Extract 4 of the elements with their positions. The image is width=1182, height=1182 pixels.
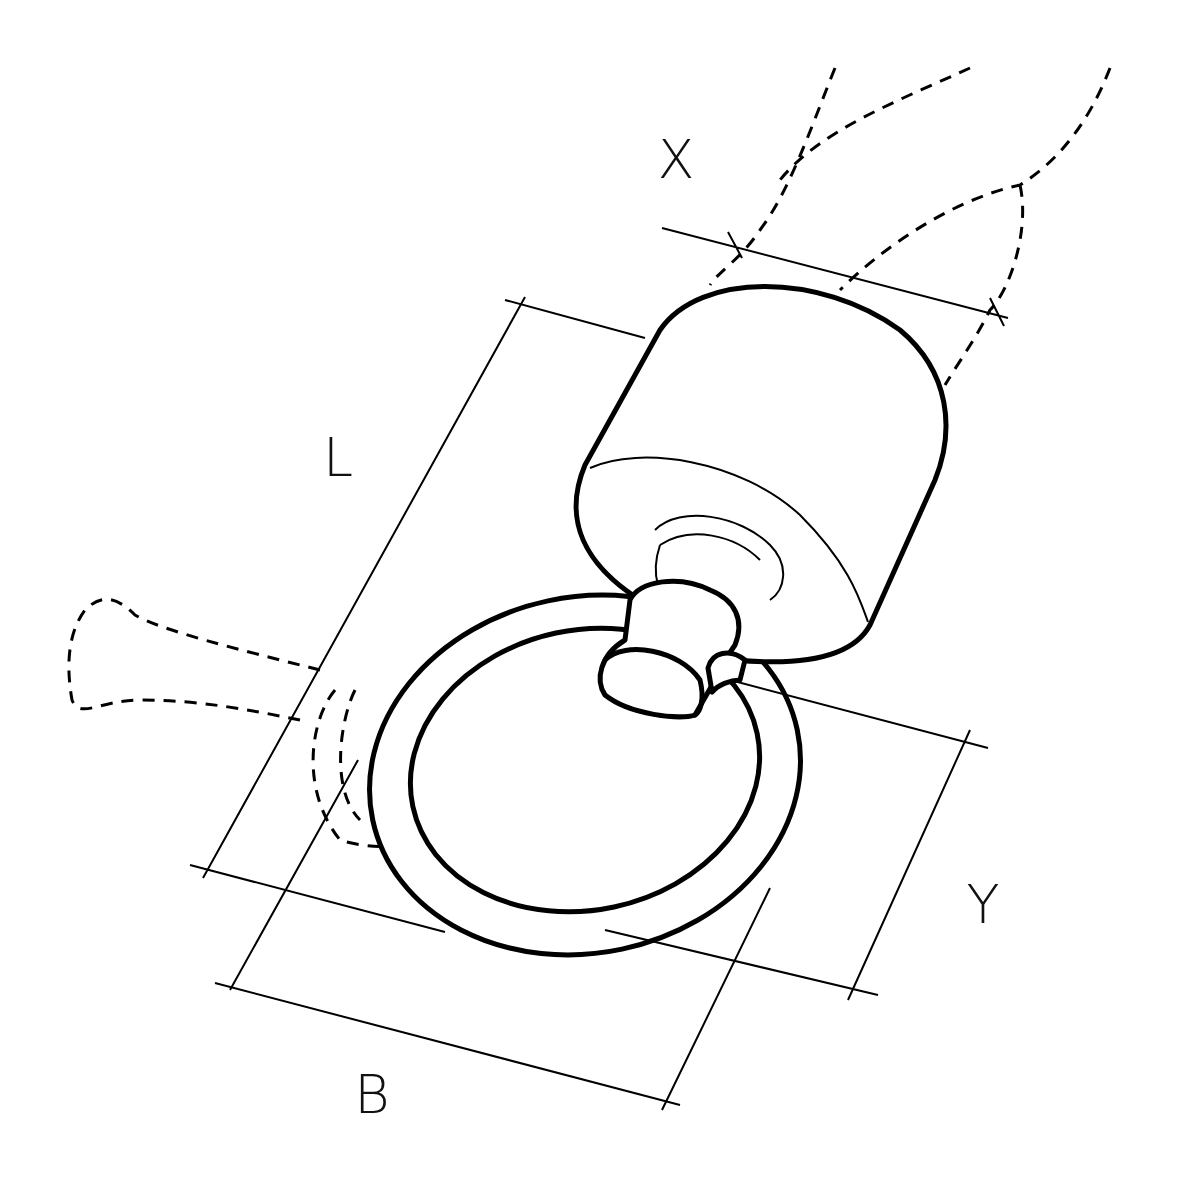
dimension-label: Y <box>966 878 1000 932</box>
dimension-label: L <box>322 431 354 485</box>
dimension-label: X <box>657 133 695 187</box>
dimension-label: B <box>354 1068 390 1122</box>
